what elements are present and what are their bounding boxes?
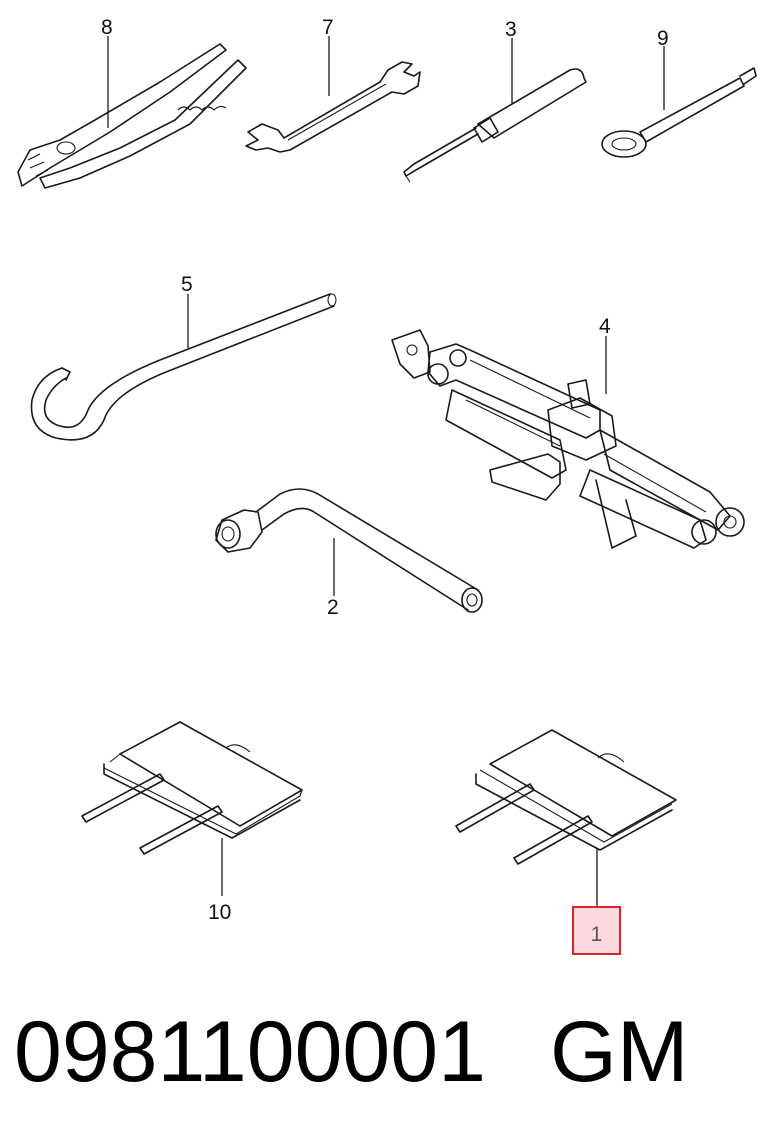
tool-bag-right-callout[interactable]: 1 bbox=[590, 923, 603, 946]
footer-caption: 0981100001 GM bbox=[14, 1003, 754, 1103]
parts-diagram: 8 7 3 9 5 bbox=[17, 16, 757, 924]
pliers-callout: 8 bbox=[101, 16, 113, 39]
wheel-wrench-callout: 2 bbox=[327, 596, 339, 619]
tool-bag-left-drawing bbox=[81, 721, 303, 855]
jack-handle-callout: 9 bbox=[657, 27, 669, 50]
wrench-drawing bbox=[245, 61, 421, 153]
wheel-wrench-drawing bbox=[215, 488, 483, 613]
jack-callout: 4 bbox=[599, 315, 611, 338]
tool-bag-left-callout: 10 bbox=[208, 901, 231, 924]
brand-name: GM bbox=[550, 1004, 689, 1100]
hook-rod-drawing bbox=[30, 293, 337, 441]
screwdriver-drawing bbox=[403, 68, 587, 183]
screwdriver-callout: 3 bbox=[505, 18, 517, 41]
part-number: 0981100001 bbox=[14, 1004, 486, 1100]
hook-rod-callout: 5 bbox=[181, 273, 193, 296]
pliers-drawing bbox=[17, 43, 247, 189]
jack-handle-drawing bbox=[601, 67, 757, 158]
selected-callout-highlight[interactable] bbox=[572, 906, 621, 955]
tool-bag-right-drawing bbox=[455, 729, 677, 865]
wrench-callout: 7 bbox=[322, 16, 334, 39]
jack-drawing bbox=[391, 329, 745, 549]
